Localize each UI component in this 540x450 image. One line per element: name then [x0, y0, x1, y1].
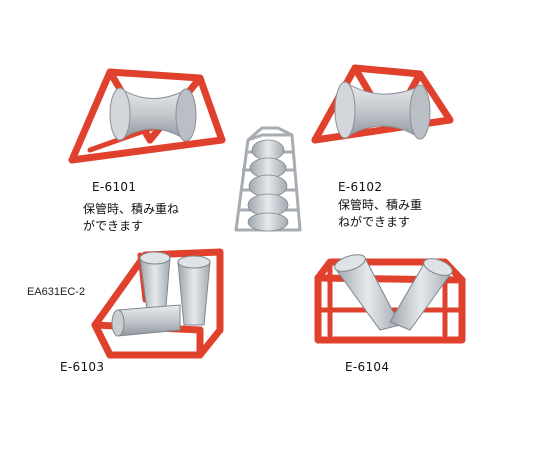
e6101-frame	[68, 68, 226, 164]
e6103-rollers	[111, 251, 211, 337]
e6104-code: E-6104	[345, 360, 390, 374]
stacked-rollers	[234, 126, 302, 232]
e6101-note-line1: 保管時、積み重ね	[83, 202, 180, 216]
e6101-code: E-6101	[92, 180, 137, 194]
e6101-note-line2: ができます	[83, 219, 144, 233]
e6102-roller	[334, 81, 431, 140]
e6104-frame	[314, 258, 466, 344]
e6102-frame	[311, 64, 454, 144]
e6103-code: E-6103	[60, 360, 105, 374]
e6104-rollers	[334, 254, 453, 331]
e6102-note-line2: ねができます	[338, 215, 411, 229]
e6103-model-reference: EA631EC-2	[27, 286, 86, 298]
e6102-note-line1: 保管時、積み重	[338, 198, 423, 212]
e6102-code: E-6102	[338, 180, 383, 194]
e6103-frame	[91, 248, 224, 359]
e6101-roller	[109, 87, 197, 142]
